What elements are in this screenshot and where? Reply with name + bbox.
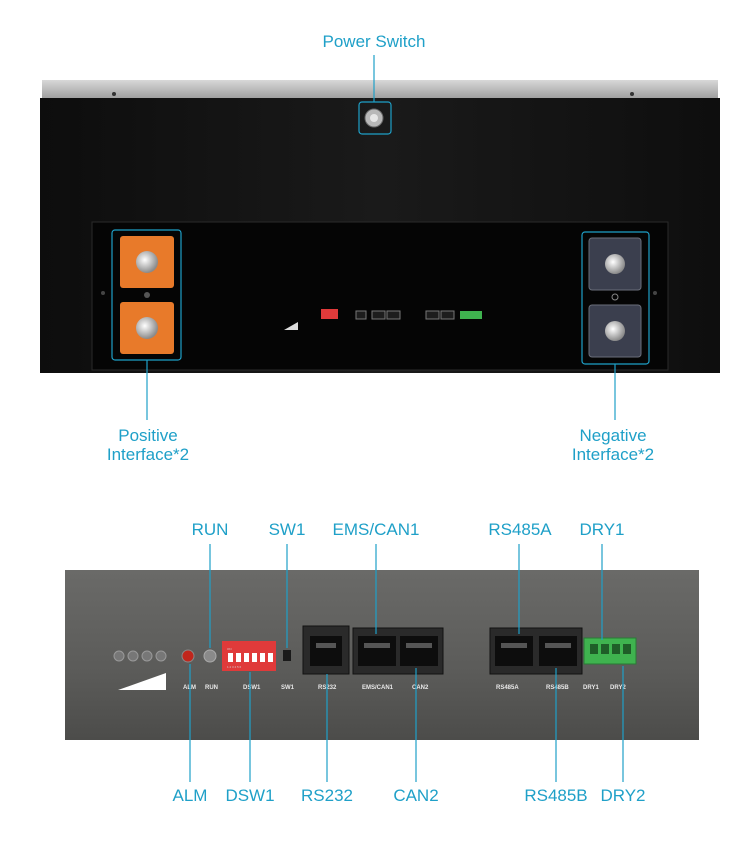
bottom-leader-lines: [189, 544, 624, 782]
led-icon: [127, 650, 139, 662]
bolt-icon: [136, 251, 158, 273]
battery-front-view: [40, 80, 720, 373]
led-icon: [141, 650, 153, 662]
screw-icon: [101, 291, 105, 295]
screw-icon: [112, 92, 116, 96]
silk-sw1: SW1: [281, 685, 295, 691]
power-switch[interactable]: [358, 101, 392, 135]
label-negative-line2: Interface*2: [571, 445, 655, 464]
label-can2: CAN2: [393, 786, 439, 805]
mini-dip-switch-icon: [321, 309, 338, 319]
rs485b-port[interactable]: [539, 636, 577, 666]
screw-icon: [630, 92, 634, 96]
can2-port[interactable]: [400, 636, 438, 666]
label-power-switch: Power Switch: [322, 32, 426, 51]
silk-dry1: DRY1: [583, 685, 599, 691]
alarm-led-icon: [181, 649, 195, 663]
label-rs485a: RS485A: [488, 520, 552, 539]
silk-can2: CAN2: [412, 685, 429, 691]
dip-numbers-label: 1 2 3 4 5 6: [227, 665, 242, 669]
screw-icon: [653, 291, 657, 295]
label-ems-can1: EMS/CAN1: [332, 520, 420, 539]
led-icon: [155, 650, 167, 662]
rj45-icon: [400, 636, 438, 666]
rs232-port[interactable]: [302, 625, 350, 675]
positive-terminals: [111, 229, 182, 361]
label-negative-line1: Negative: [579, 426, 647, 445]
dsw1-dip-switch[interactable]: ON 1 2 3 4 5 6: [222, 641, 276, 671]
run-led-icon: [203, 649, 217, 663]
top-leader-lines: [146, 55, 616, 420]
rj45-icon: [495, 636, 533, 666]
bolt-icon: [605, 321, 625, 341]
label-run: RUN: [191, 520, 229, 539]
rj45-icon: [358, 636, 396, 666]
label-dry1: DRY1: [579, 520, 625, 539]
led-icon: [113, 650, 125, 662]
label-positive-line2: Interface*2: [106, 445, 190, 464]
soc-led-group: [113, 650, 167, 690]
mini-port-strip: [284, 309, 482, 330]
label-alm: ALM: [172, 786, 208, 805]
label-dry2: DRY2: [600, 786, 646, 805]
ems-can1-port[interactable]: [352, 627, 444, 675]
port-panel-closeup: ALM RUN ON 1 2 3 4 5 6 DSW1 SW1 RS232: [65, 570, 699, 740]
negative-terminals: [581, 231, 650, 365]
recessed-port-panel: [91, 221, 669, 371]
dip-on-label: ON: [227, 647, 232, 651]
power-switch-highlight: [358, 101, 392, 135]
bolt-icon: [605, 254, 625, 274]
label-rs485b: RS485B: [524, 786, 588, 805]
silk-rs485b: RS485B: [546, 685, 569, 691]
silk-rs485a: RS485A: [496, 685, 519, 691]
silk-run: RUN: [205, 685, 218, 691]
label-positive-interface: Positive Interface*2: [92, 426, 204, 464]
label-dsw1: DSW1: [225, 786, 275, 805]
silk-dry2: DRY2: [610, 685, 626, 691]
label-sw1: SW1: [268, 520, 306, 539]
dry-contact-terminal[interactable]: [583, 637, 637, 665]
label-rs232: RS232: [301, 786, 353, 805]
rj45-icon: [539, 636, 577, 666]
silk-ems-can1: EMS/CAN1: [362, 685, 394, 691]
rj45-icon: [310, 636, 342, 666]
label-positive-line1: Positive: [118, 426, 178, 445]
silk-dsw1: DSW1: [243, 685, 261, 691]
mini-dry-contact-icon: [460, 311, 482, 319]
label-negative-interface: Negative Interface*2: [557, 426, 669, 464]
top-metal-strip: [42, 80, 718, 100]
sw1-button[interactable]: [283, 650, 291, 661]
soc-triangle-icon: [118, 673, 166, 690]
bolt-icon: [136, 317, 158, 339]
